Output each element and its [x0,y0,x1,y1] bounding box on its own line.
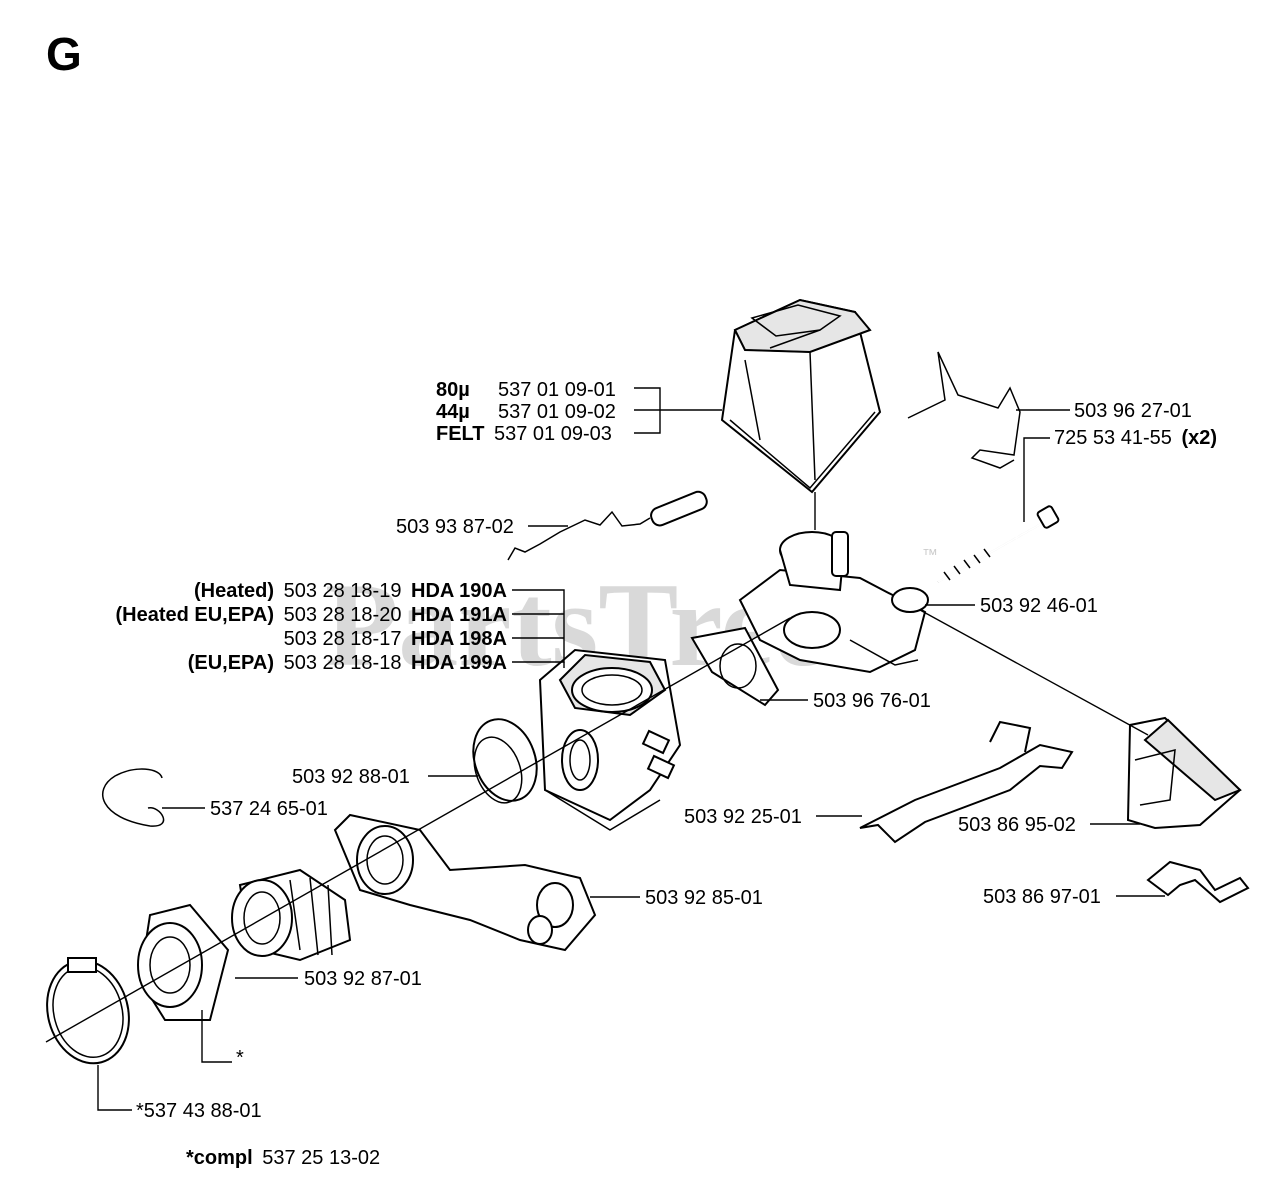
carb-198a-part: 503 28 18-17 [284,628,402,650]
bolt-part: 725 53 41-55 [1054,427,1172,449]
callout-circlip: 537 24 65-01 [210,798,328,820]
callout-cover: 503 86 95-02 [958,814,1076,836]
carb-191a-part: 503 28 18-20 [284,604,402,626]
carb-198a-label: 503 28 18-17 HDA 198A [284,628,507,650]
gasket-drawing [690,626,780,707]
callout-spring-clip: 503 86 97-01 [983,886,1101,908]
carb-199a-part: 503 28 18-18 [284,652,402,674]
carb-199a-prefix: (EU,EPA) [188,652,274,674]
carb-adapter-drawing [738,531,929,674]
callout-manifold: 503 92 85-01 [645,887,763,909]
callout-star-note: * [236,1047,244,1069]
air-filter-44-part: 537 01 09-02 [498,401,616,423]
compl-prefix: *compl [186,1147,253,1169]
callout-air-filter: 80µ 537 01 09-01 44µ 537 01 09-02 FELT 5… [436,379,616,445]
hose-clamp-drawing [46,957,130,1065]
callout-gasket: 503 96 76-01 [813,690,931,712]
callout-sleeve: 503 92 46-01 [980,595,1098,617]
air-filter-44-label: 44µ 537 01 09-02 [436,401,616,423]
intake-manifold-drawing [333,813,597,952]
intake-boot-drawing [231,868,352,962]
carb-199a-model: HDA 199A [411,652,507,674]
callout-bolt: 725 53 41-55 (x2) [1054,427,1217,449]
ring-seal-drawing [472,718,538,804]
bolt-drawing [937,505,1060,583]
wire-rod-drawing [507,490,708,561]
carb-191a-prefix: (Heated EU,EPA) [115,604,274,626]
leader-lines [97,387,1165,1111]
carb-191a-label: (Heated EU,EPA) 503 28 18-20 HDA 191A [115,604,507,626]
carb-190a-part: 503 28 18-19 [284,580,402,602]
air-filter-felt-part: 537 01 09-03 [494,423,612,445]
carb-190a-label: (Heated) 503 28 18-19 HDA 190A [194,580,507,602]
carburetor-drawing [538,648,682,831]
circlip-drawing [101,768,165,827]
compl-note: *compl 537 25 13-02 [186,1147,380,1169]
air-filter-felt-label: FELT 537 01 09-03 [436,423,612,445]
callout-wire-rod: 503 93 87-02 [396,516,514,538]
cover-drawing [1126,716,1242,830]
air-filter-drawing [720,298,882,494]
callout-lever: 503 92 25-01 [684,806,802,828]
page-letter: G [46,28,82,80]
carb-191a-model: HDA 191A [411,604,507,626]
air-filter-80-part: 537 01 09-01 [498,379,616,401]
air-filter-44-prefix: 44µ [436,401,470,423]
wire-clip-drawing [907,351,1021,469]
carb-198a-model: HDA 198A [411,628,507,650]
compl-part: 537 25 13-02 [262,1147,380,1169]
carb-199a-label: (EU,EPA) 503 28 18-18 HDA 199A [188,652,507,674]
intake-flange-drawing [137,903,230,1021]
air-filter-80-label: 80µ 537 01 09-01 [436,379,616,401]
callout-hose-clamp: *537 43 88-01 [136,1100,262,1122]
callout-intake-boot: 503 92 87-01 [304,968,422,990]
bolt-qty: (x2) [1181,427,1217,449]
air-filter-felt-prefix: FELT [436,423,485,445]
assembly-lines [45,492,1149,1043]
air-filter-80-prefix: 80µ [436,379,470,401]
carb-190a-prefix: (Heated) [194,580,274,602]
carb-190a-model: HDA 190A [411,580,507,602]
watermark-trademark: ™ [922,547,938,564]
callout-carburetor: (Heated) 503 28 18-19 HDA 190A (Heated E… [115,580,507,674]
callout-clip-top: 503 96 27-01 [1074,400,1192,422]
lever-drawing [859,720,1074,844]
callout-ring-seal: 503 92 88-01 [292,766,410,788]
spring-clip-drawing [1146,860,1250,904]
